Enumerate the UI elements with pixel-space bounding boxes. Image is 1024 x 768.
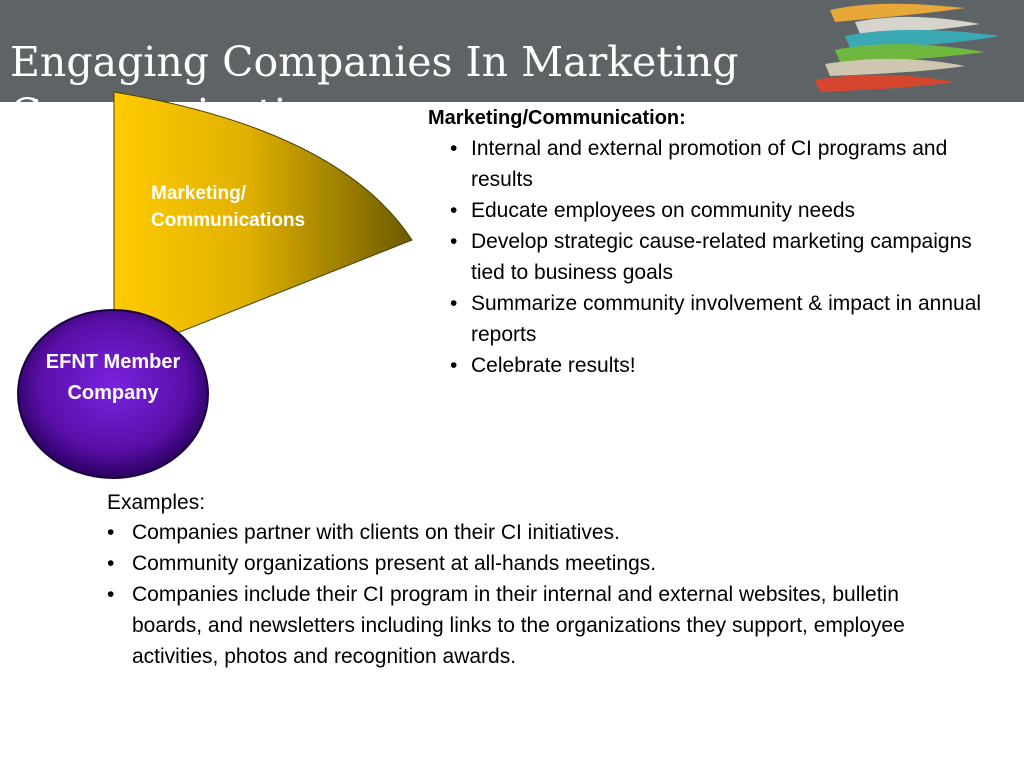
- list-item: Companies partner with clients on their …: [107, 517, 947, 548]
- list-item: Internal and external promotion of CI pr…: [450, 133, 990, 195]
- circle-label: EFNT Member Company: [45, 351, 181, 404]
- wedge-label: Marketing/ Communications: [151, 183, 306, 231]
- brand-ribbons-logo: [815, 3, 1000, 92]
- list-item: Develop strategic cause-related marketin…: [450, 226, 990, 288]
- list-item: Celebrate results!: [450, 350, 990, 381]
- list-item: Community organizations present at all-h…: [107, 548, 947, 579]
- slide-title: Engaging Companies In Marketing Communic…: [10, 38, 739, 102]
- marketing-wedge: [113, 91, 413, 359]
- marketing-heading: Marketing/Communication:: [428, 107, 686, 129]
- examples-list: Companies partner with clients on their …: [107, 517, 947, 672]
- list-item: Educate employees on community needs: [450, 195, 990, 226]
- examples-heading: Examples:: [107, 491, 206, 514]
- marketing-list: Internal and external promotion of CI pr…: [450, 133, 990, 381]
- list-item: Summarize community involvement & impact…: [450, 288, 990, 350]
- list-item: Companies include their CI program in th…: [107, 579, 947, 672]
- member-company-circle: [17, 309, 209, 479]
